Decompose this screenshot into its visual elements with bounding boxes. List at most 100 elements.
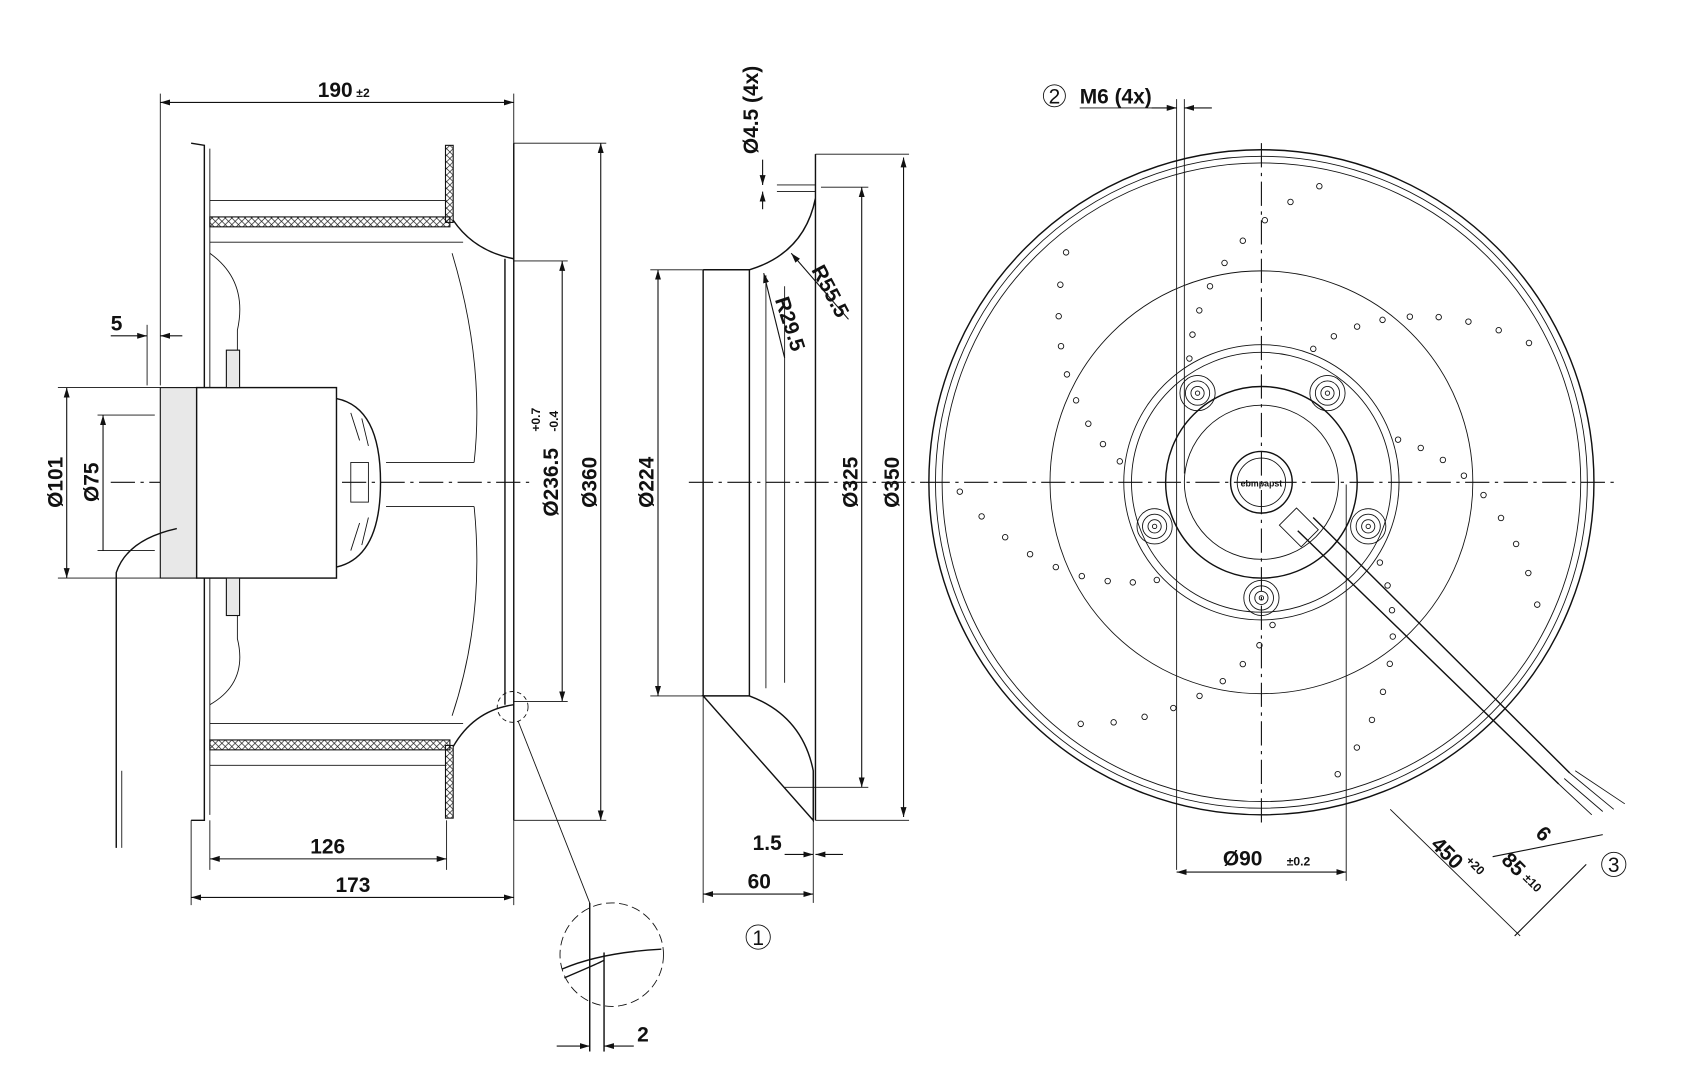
- bolt-icon: [1136, 508, 1173, 545]
- rivet-hole: [1063, 371, 1071, 378]
- bolt-icon: [1365, 523, 1371, 529]
- rivet-hole: [1379, 316, 1386, 324]
- rivet-hole: [1062, 249, 1070, 256]
- dim-width-body: 173: [336, 874, 371, 897]
- rivet-hole: [1384, 582, 1391, 589]
- dim-width-total: 190: [318, 79, 353, 102]
- rivet-hole: [1480, 491, 1487, 499]
- rivet-hole: [1525, 339, 1533, 347]
- dim-detail-gap: 2: [637, 1024, 649, 1047]
- dim-offset: 5: [111, 312, 123, 335]
- motor-flange: [159, 387, 198, 579]
- rivet-hole: [1052, 563, 1060, 571]
- inlet-ring-profile: [701, 154, 817, 823]
- rivet-hole: [1386, 660, 1393, 668]
- rivet-hole: [1512, 540, 1520, 548]
- inlet-ring-view: Ø224 Ø325 Ø350 Ø4.5 (4x) R55.5 R29.5 1.5…: [636, 66, 926, 950]
- rivet-hole: [1261, 217, 1269, 224]
- callout-2: 2: [1049, 86, 1061, 109]
- dim-strip-length-tol: ±10: [1520, 871, 1544, 895]
- rivet-hole: [1099, 440, 1107, 448]
- rivet-hole: [1435, 313, 1442, 321]
- bolt-icon: [1179, 375, 1216, 412]
- bolt-icon: [1151, 523, 1158, 529]
- rivet-hole: [1239, 660, 1246, 668]
- dim-dia-front: Ø101: [44, 456, 67, 508]
- callout-circle-1: [745, 924, 771, 950]
- bolt-icon: [1361, 519, 1376, 534]
- detail-view: [559, 902, 664, 1007]
- rivet-hole: [1497, 514, 1505, 522]
- bolt-icon: [1142, 513, 1168, 539]
- bolt-icon: [1147, 519, 1162, 534]
- dim-radius-outer: R55.5: [807, 261, 854, 321]
- dim-cable-length: 450: [1426, 833, 1467, 874]
- motor-cable: [115, 527, 177, 848]
- rivet-hole: [1026, 550, 1034, 558]
- bolt-icon: [1190, 386, 1205, 401]
- dim-dia-pitch: Ø90: [1223, 847, 1263, 870]
- rotor-bell: [336, 397, 382, 568]
- rivet-hole: [1078, 572, 1086, 580]
- rivet-hole: [1388, 607, 1396, 614]
- rivet-hole: [1141, 713, 1148, 721]
- rivet-hole: [1196, 307, 1203, 314]
- rivet-hole: [1153, 576, 1160, 584]
- rivet-hole: [1085, 420, 1092, 427]
- rivet-hole: [1189, 331, 1196, 338]
- rivet-hole: [1057, 342, 1065, 350]
- rivet-hole: [956, 488, 964, 495]
- blade-band-top: [209, 216, 451, 228]
- motor-body: [195, 386, 338, 579]
- rivet-hole: [1330, 333, 1338, 340]
- dim-dia-inlet: Ø236.5: [540, 448, 563, 517]
- dim-dia-bolt: Ø325: [839, 456, 862, 508]
- rivet-hole: [1001, 534, 1009, 541]
- bolt-icon: [1355, 513, 1381, 539]
- rivet-hole: [1465, 318, 1472, 325]
- dim-thickness: 1.5: [753, 832, 782, 855]
- rivet-hole: [1129, 579, 1136, 586]
- inlet-curve: [452, 219, 514, 747]
- callout-3: 3: [1608, 854, 1620, 877]
- rivet-hole: [1525, 569, 1532, 577]
- callout-1: 1: [752, 927, 764, 950]
- rivet-hole: [1186, 355, 1193, 362]
- rivet-hole: [1389, 633, 1396, 640]
- rivet-hole: [1104, 577, 1111, 585]
- callout-circle-3: [1601, 851, 1627, 877]
- rivet-hole: [1460, 472, 1468, 479]
- bolt-icon: [1309, 375, 1346, 412]
- rivet-hole: [1368, 716, 1376, 724]
- dim-dia-inner: Ø75: [81, 462, 104, 502]
- rivet-hole: [1534, 601, 1541, 608]
- rivet-hole: [1376, 559, 1384, 566]
- impeller-holes: [956, 183, 1541, 778]
- bolt-icon: [1184, 380, 1211, 406]
- blade-band-bottom: [209, 739, 451, 751]
- rivet-hole: [1316, 183, 1323, 190]
- rivet-hole: [1310, 345, 1317, 353]
- rivet-hole: [1170, 704, 1177, 712]
- dim-hole: Ø4.5 (4x): [740, 66, 763, 154]
- dim-dia-throat: Ø224: [636, 456, 659, 508]
- side-view: 190 ±2 5 Ø101 Ø75 Ø236.5 +0.7 -0.4 Ø360 …: [44, 79, 664, 1052]
- rivet-hole: [1055, 313, 1062, 320]
- rivet-hole: [1439, 456, 1447, 464]
- rivet-hole: [1394, 436, 1402, 443]
- rivet-hole: [1379, 688, 1387, 696]
- rivet-hole: [1239, 237, 1246, 244]
- bolt-icon: [1350, 508, 1387, 545]
- rivet-hole: [1256, 642, 1263, 649]
- rivet-hole: [1110, 719, 1117, 726]
- cable: [1297, 517, 1571, 785]
- rivet-hole: [1206, 283, 1214, 290]
- dim-width-total-tol: ±2: [356, 86, 370, 100]
- rivet-hole: [1406, 313, 1414, 320]
- rivet-hole: [1353, 744, 1361, 751]
- rivet-hole: [978, 513, 985, 520]
- bolt-icon: [1314, 380, 1341, 406]
- rivet-hole: [1287, 198, 1294, 206]
